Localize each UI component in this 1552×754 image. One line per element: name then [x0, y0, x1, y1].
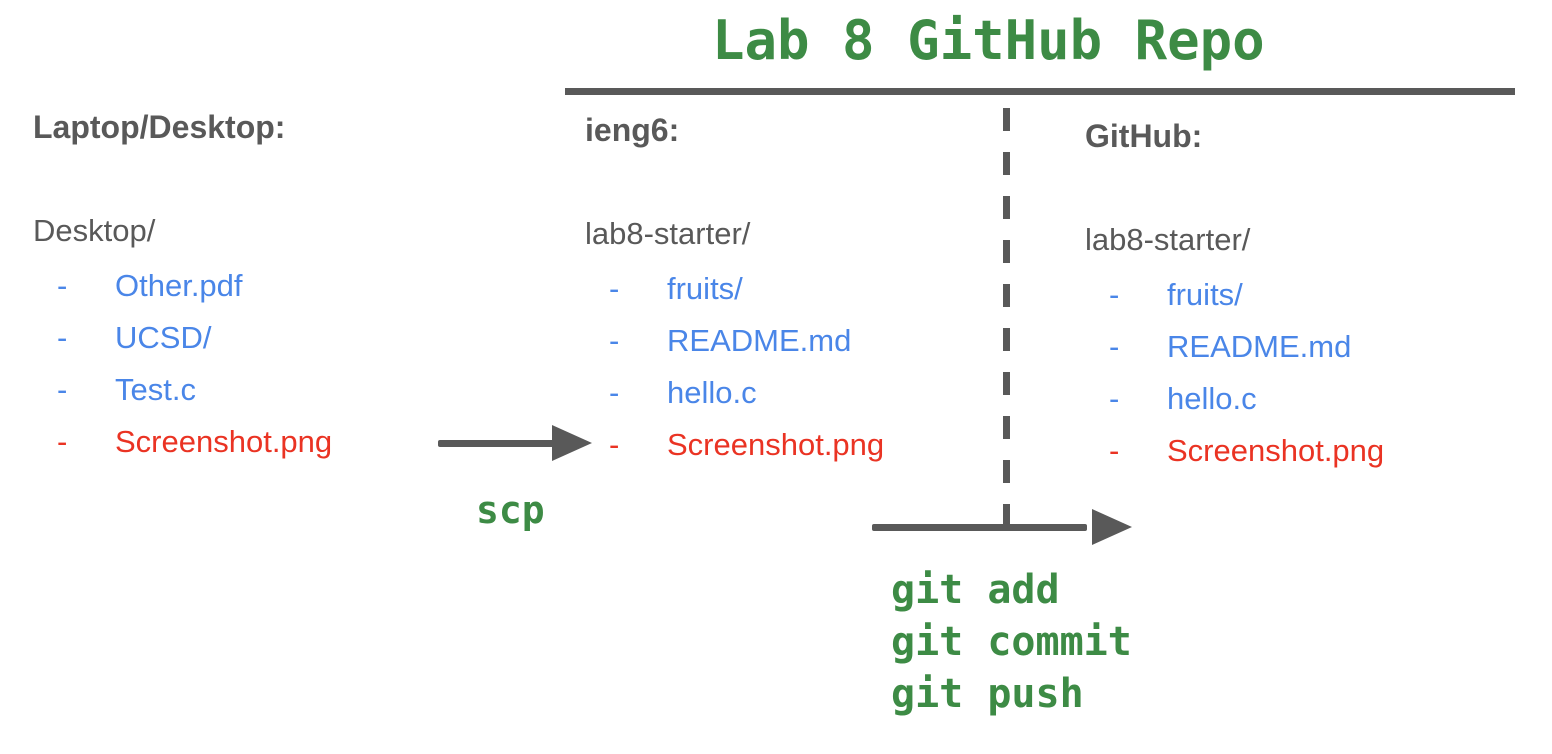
dash-bullet: -: [609, 427, 620, 462]
column-ieng6: ieng6: lab8-starter/ - fruits/ - README.…: [585, 111, 1055, 462]
dash-bullet: -: [1109, 277, 1120, 312]
file-label: README.md: [1167, 329, 1352, 364]
file-item: - hello.c: [609, 367, 884, 419]
file-item: - UCSD/: [57, 312, 332, 364]
file-label: Test.c: [115, 372, 196, 407]
file-label: Other.pdf: [115, 268, 243, 303]
file-list: - fruits/ - README.md - hello.c - Screen…: [1109, 269, 1384, 477]
dash-bullet: -: [609, 375, 620, 410]
file-item: - fruits/: [609, 263, 884, 315]
file-item: - Other.pdf: [57, 260, 332, 312]
git-commands: git add git commit git push: [891, 564, 1132, 720]
file-list: - Other.pdf - UCSD/ - Test.c - Screensho…: [57, 260, 332, 468]
file-list: - fruits/ - README.md - hello.c - Screen…: [609, 263, 884, 471]
directory-label: lab8-starter/: [585, 216, 751, 251]
file-label: Screenshot.png: [115, 424, 333, 459]
directory-label: lab8-starter/: [1085, 222, 1251, 257]
column-laptop-desktop: Laptop/Desktop: Desktop/ - Other.pdf - U…: [33, 108, 503, 459]
dash-bullet: -: [609, 323, 620, 358]
file-label: hello.c: [1167, 381, 1257, 416]
file-item: - hello.c: [1109, 373, 1384, 425]
page-title: Lab 8 GitHub Repo: [712, 9, 1265, 72]
arrowhead-icon: [552, 425, 592, 461]
column-header: Laptop/Desktop:: [33, 109, 286, 145]
dash-bullet: -: [57, 424, 68, 459]
file-label: README.md: [667, 323, 852, 358]
file-item: - Screenshot.png: [1109, 425, 1384, 477]
dashed-divider: [1003, 108, 1010, 536]
file-label: hello.c: [667, 375, 757, 410]
scp-transfer-arrow: [438, 425, 598, 461]
file-label: UCSD/: [115, 320, 212, 355]
arrow-shaft: [872, 524, 1087, 531]
file-label: Screenshot.png: [667, 427, 885, 462]
file-item: - README.md: [1109, 321, 1384, 373]
git-push-arrow: [872, 509, 1137, 545]
dash-bullet: -: [57, 372, 68, 407]
arrowhead-icon: [1092, 509, 1132, 545]
file-item: - fruits/: [1109, 269, 1384, 321]
file-label: Screenshot.png: [1167, 433, 1385, 468]
column-header: ieng6:: [585, 112, 680, 148]
dash-bullet: -: [609, 271, 620, 306]
dash-bullet: -: [57, 320, 68, 355]
file-label: fruits/: [667, 271, 743, 306]
git-command-label: git push: [891, 671, 1084, 717]
file-label: fruits/: [1167, 277, 1243, 312]
git-command-label: git add: [891, 567, 1060, 613]
scp-label: scp: [476, 488, 545, 532]
file-item: - Screenshot.png: [57, 416, 332, 468]
file-item: - README.md: [609, 315, 884, 367]
column-github: GitHub: lab8-starter/ - fruits/ - README…: [1085, 117, 1552, 468]
file-item: - Screenshot.png: [609, 419, 884, 471]
dash-bullet: -: [1109, 381, 1120, 416]
file-item: - Test.c: [57, 364, 332, 416]
column-header: GitHub:: [1085, 118, 1203, 154]
title-underline: [565, 88, 1515, 95]
dash-bullet: -: [1109, 433, 1120, 468]
git-command-label: git commit: [891, 619, 1132, 665]
dash-bullet: -: [57, 268, 68, 303]
dash-bullet: -: [1109, 329, 1120, 364]
directory-label: Desktop/: [33, 213, 156, 248]
arrow-shaft: [438, 440, 563, 447]
